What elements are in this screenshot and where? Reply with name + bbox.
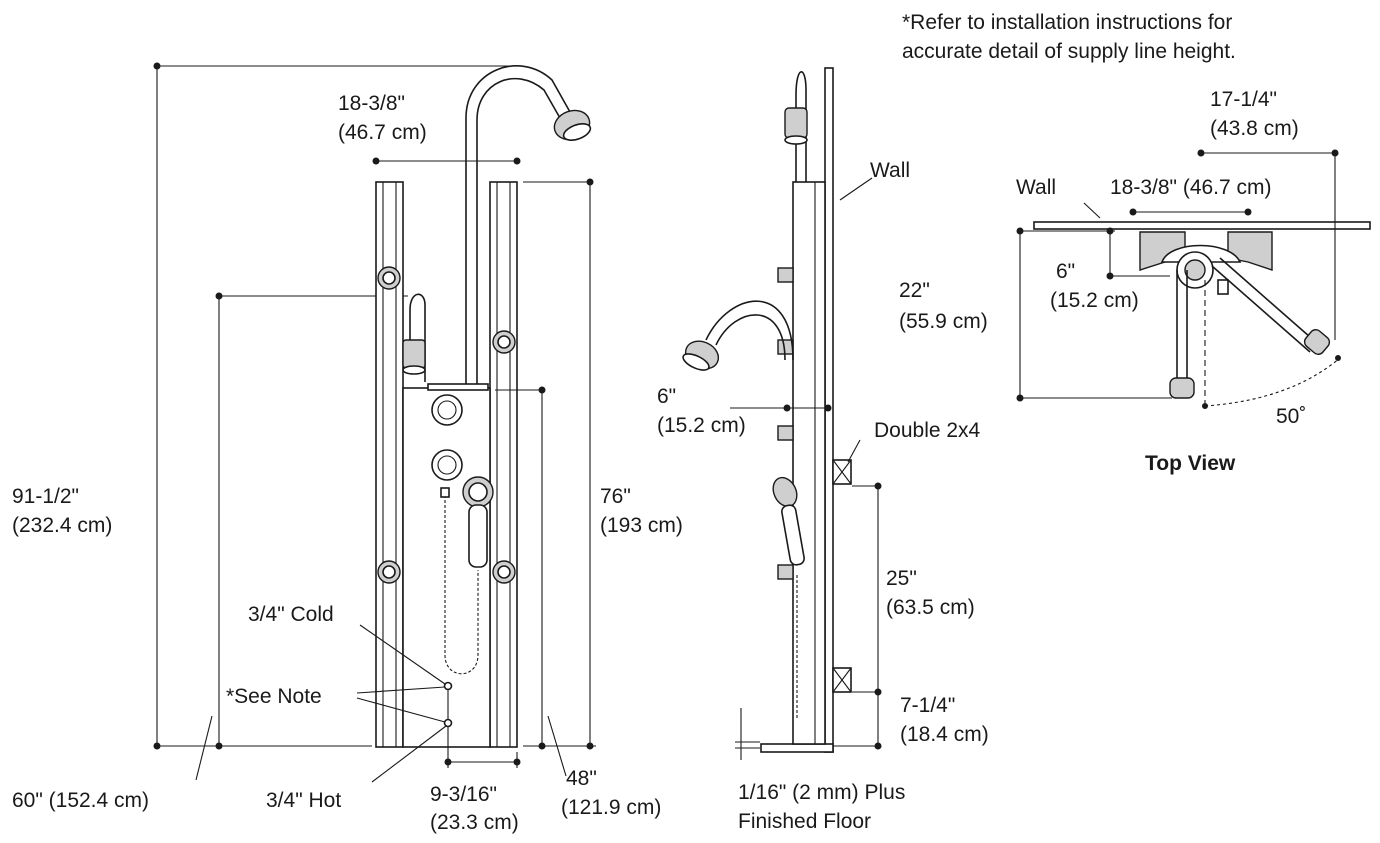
- side-top-showerhead-icon: [784, 107, 808, 145]
- depth-imperial: 22": [899, 279, 930, 302]
- side-offset-metric: (15.2 cm): [657, 414, 746, 437]
- top-offset-imperial: 6": [1056, 260, 1075, 283]
- arm-reach-metric: (43.8 cm): [1210, 117, 1299, 140]
- see-note-label: *See Note: [226, 685, 322, 708]
- top-view: 17-1/4" (43.8 cm) Wall 18-3/8" (46.7 cm)…: [899, 88, 1371, 475]
- panel-height-metric: (193 cm): [600, 514, 683, 537]
- hand-shower-icon: [462, 476, 494, 568]
- top-wall-label: Wall: [1016, 176, 1056, 199]
- note-line1: *Refer to installation instructions for: [902, 11, 1232, 34]
- top-showerhead-icon: [1303, 329, 1331, 355]
- front-view: 91-1/2" (232.4 cm) 18-3/8" (46.7 cm) 76"…: [12, 62, 683, 834]
- side-hand-shower-icon: [772, 476, 805, 566]
- side-wall-label: Wall: [870, 159, 910, 182]
- inlet-spacing-imperial: 9-3/16": [430, 783, 497, 806]
- angle-label: 50˚: [1276, 405, 1306, 428]
- depth-metric: (55.9 cm): [899, 310, 988, 333]
- blocking-lower-icon: [832, 667, 852, 693]
- overall-height-metric: (232.4 cm): [12, 514, 112, 537]
- faucet-height-label: 60" (152.4 cm): [12, 789, 149, 812]
- arm-width-metric: (46.7 cm): [338, 121, 427, 144]
- top-view-title: Top View: [1145, 452, 1236, 475]
- lower-blocking-metric: (18.4 cm): [900, 723, 989, 746]
- inlet-spacing-metric: (23.3 cm): [430, 811, 519, 834]
- blocking-spacing-metric: (63.5 cm): [886, 596, 975, 619]
- hot-inlet-label: 3/4" Hot: [266, 789, 341, 812]
- panel-height-imperial: 76": [600, 485, 631, 508]
- lower-blocking-imperial: 7-1/4": [900, 694, 955, 717]
- spout-icon: [402, 339, 426, 375]
- cold-inlet-label: 3/4" Cold: [248, 603, 334, 626]
- inner-height-imperial: 48": [566, 767, 597, 790]
- side-offset-imperial: 6": [657, 385, 676, 408]
- floor-note-line1: 1/16" (2 mm) Plus: [738, 781, 905, 804]
- mount-width-label: 18-3/8" (46.7 cm): [1110, 176, 1272, 199]
- arm-width-imperial: 18-3/8": [338, 92, 405, 115]
- inner-height-metric: (121.9 cm): [561, 796, 661, 819]
- arm-reach-imperial: 17-1/4": [1210, 88, 1277, 111]
- blocking-spacing-imperial: 25": [886, 567, 917, 590]
- top-offset-metric: (15.2 cm): [1050, 289, 1139, 312]
- side-view: Wall 6" (15.2 cm) Double 2x4 25" (63.5 c…: [657, 67, 989, 833]
- floor-note-line2: Finished Floor: [738, 810, 871, 833]
- blocking-label: Double 2x4: [874, 419, 981, 442]
- side-showerhead-icon: [682, 340, 720, 371]
- blocking-upper-icon: [832, 459, 852, 485]
- note-line2: accurate detail of supply line height.: [902, 40, 1236, 63]
- overall-height-imperial: 91-1/2": [12, 485, 79, 508]
- rain-showerhead-icon: [553, 109, 592, 141]
